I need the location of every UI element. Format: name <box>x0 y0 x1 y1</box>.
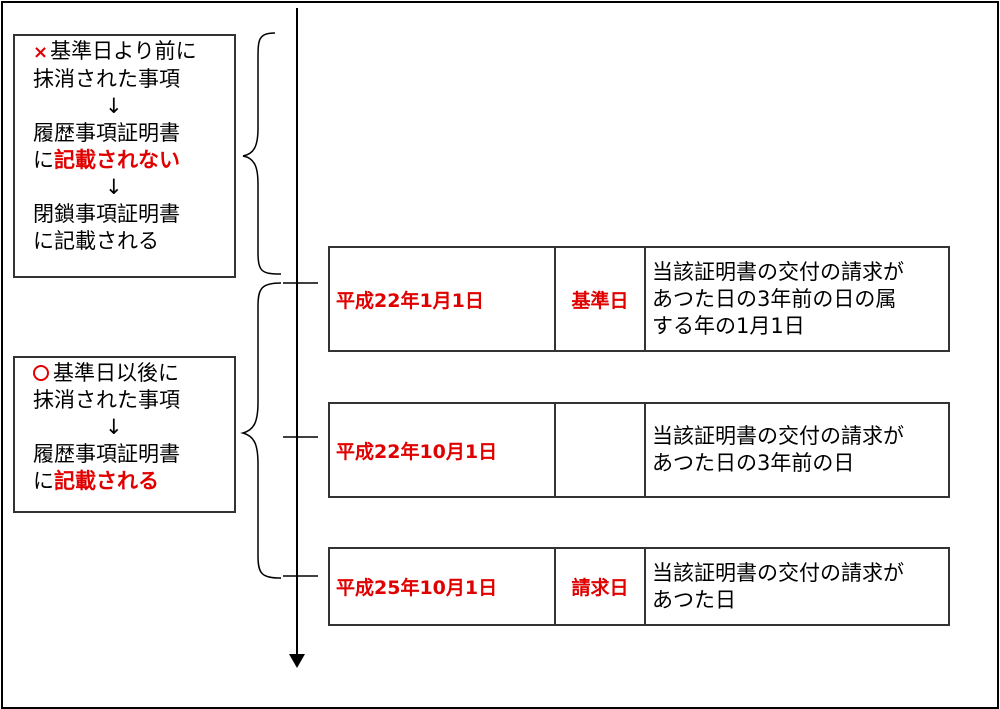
not-recorded-emphasis: 記載されない <box>54 148 180 172</box>
down-arrow-icon: ↓ <box>105 415 123 439</box>
timeline-row-reference-date: 平成22年1月1日 基準日 当該証明書の交付の請求が あつた日の3年前の日の属 … <box>328 246 950 352</box>
cross-icon: × <box>33 42 49 63</box>
note-excluded-line6: に記載される <box>33 229 159 253</box>
row-label <box>556 404 646 496</box>
note-excluded-line4: に記載されない <box>33 148 180 172</box>
row-date: 平成25年10月1日 <box>330 549 556 624</box>
timeline-row-three-years-prior: 平成22年10月1日 当該証明書の交付の請求が あつた日の3年前の日 <box>328 402 950 498</box>
down-arrow-icon: ↓ <box>105 175 123 199</box>
note-excluded-line5: 閉鎖事項証明書 <box>33 202 180 226</box>
note-excluded-line3: 履歴事項証明書 <box>33 121 180 145</box>
row-description: 当該証明書の交付の請求が あつた日 <box>652 560 904 612</box>
note-included-line3: 履歴事項証明書 <box>33 442 180 466</box>
note-included-items: 基準日以後に 抹消された事項 ↓ 履歴事項証明書 に記載される <box>13 356 236 513</box>
row-description: 当該証明書の交付の請求が あつた日の3年前の日 <box>652 424 904 475</box>
row-label: 基準日 <box>556 248 646 350</box>
recorded-emphasis: 記載される <box>54 469 159 493</box>
note-excluded-items: ×基準日より前に 抹消された事項 ↓ 履歴事項証明書 に記載されない ↓ 閉鎖事… <box>13 34 236 278</box>
note-included-line2: 抹消された事項 <box>33 388 180 412</box>
note-excluded-line1: ×基準日より前に <box>33 39 197 63</box>
brace-before-reference <box>242 32 282 275</box>
note-included-line4: に記載される <box>33 469 159 493</box>
row-date: 平成22年10月1日 <box>330 404 556 496</box>
note-included-line1: 基準日以後に <box>33 360 234 387</box>
circle-icon <box>33 365 49 381</box>
note-excluded-line2: 抹消された事項 <box>33 67 180 91</box>
row-label: 請求日 <box>556 549 646 624</box>
row-description: 当該証明書の交付の請求が あつた日の3年前の日の属 する年の1月1日 <box>652 259 904 338</box>
brace-after-reference <box>240 282 282 579</box>
timeline-row-request-date: 平成25年10月1日 請求日 当該証明書の交付の請求が あつた日 <box>328 547 950 626</box>
time-axis-arrowhead <box>289 654 305 668</box>
down-arrow-icon: ↓ <box>105 94 123 118</box>
row-date: 平成22年1月1日 <box>330 248 556 350</box>
